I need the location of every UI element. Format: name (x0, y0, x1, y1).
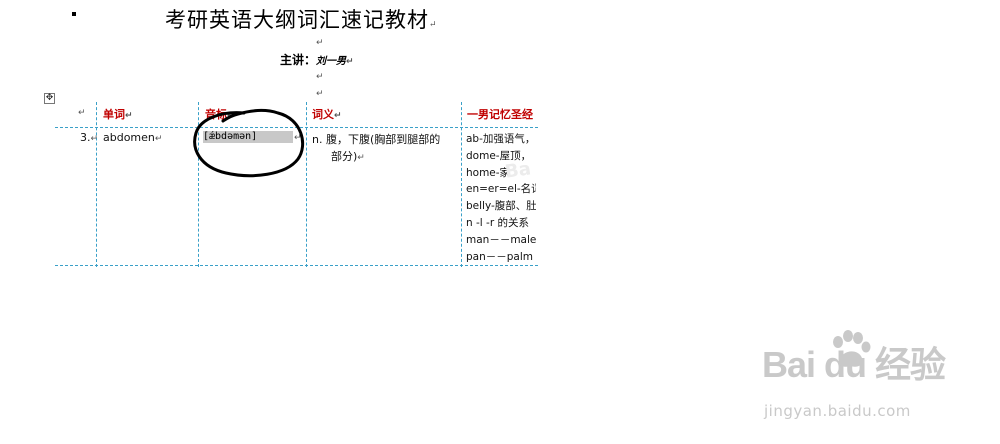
paragraph-mark-icon: ↵ (346, 57, 354, 67)
memory-line: man－－male (466, 233, 536, 246)
memory-line: ab-加强语气， (466, 133, 536, 145)
word-cell[interactable]: abdomen↵ (103, 131, 163, 144)
lecturer-name: 刘一男 (316, 56, 347, 67)
row-number: 3.↵ (80, 131, 99, 144)
word-text: abdomen (103, 131, 155, 144)
header-cell-meaning[interactable]: 词义↵ (312, 108, 342, 121)
table-move-handle-icon[interactable]: ✥ (44, 93, 55, 104)
paragraph-mark-icon: ↵ (316, 38, 324, 48)
table-gridline (96, 102, 97, 267)
table-gridline (306, 102, 307, 267)
document-title-text: 考研英语大纲词汇速记教材 (165, 8, 429, 32)
memory-line: belly-腹部、肚 (466, 200, 536, 213)
memory-line: en=er=el-名词 (466, 183, 536, 196)
part-of-speech: n. (312, 133, 323, 146)
meaning-cell[interactable]: n. 腹，下腹(胸部到腿部的 (312, 131, 440, 147)
header-meaning-label: 词义 (312, 108, 334, 121)
paw-icon (833, 330, 871, 367)
memory-line: dome-屋顶， (466, 149, 532, 162)
memory-line: pan－－palm (466, 250, 533, 263)
hand-drawn-circle-annotation (193, 109, 305, 178)
paragraph-mark-icon: ↵ (316, 72, 324, 82)
memory-line: home-家 (466, 166, 511, 179)
memory-cell[interactable]: ab-加强语气， dome-屋顶， home-家 en=er=el-名词 bel… (466, 131, 536, 263)
table-gridline (461, 102, 462, 267)
watermark-url: jingyan.baidu.com (764, 402, 911, 420)
lecturer-label: 主讲： (280, 53, 317, 67)
cell-mark-icon: ↵ (78, 108, 86, 118)
meaning-line-1: 腹，下腹(胸部到腿部的 (325, 133, 441, 146)
lecturer-line[interactable]: 主讲：刘一男↵ (280, 51, 354, 68)
meaning-cell-line2: 部分)↵ (331, 150, 365, 163)
cell-mark-icon: ↵ (294, 133, 302, 143)
header-cell-word[interactable]: 单词↵ (103, 108, 133, 121)
meaning-line-2: 部分) (331, 150, 358, 163)
header-word-label: 单词 (103, 108, 125, 121)
paragraph-mark-icon: ↵ (316, 89, 324, 99)
phonetic-cell-selected[interactable]: [ǽbdəmən] (203, 131, 293, 143)
header-cell-memory[interactable]: 一男记忆圣经 (467, 106, 537, 122)
paragraph-mark-icon: ↵ (429, 20, 438, 30)
document-title[interactable]: 考研英语大纲词汇速记教材↵ (165, 4, 438, 34)
phonetic-text: [ǽbdəmən] (203, 131, 258, 142)
table-gridline (55, 265, 538, 266)
header-memory-label: 一男记忆圣经 (467, 108, 533, 121)
row-number-text: 3. (80, 131, 91, 144)
list-bullet (72, 12, 76, 16)
memory-line: n -l -r 的关系 (466, 216, 529, 229)
faint-watermark-icon: Ba (503, 158, 533, 183)
table-gridline (198, 102, 199, 267)
watermark-url-text: jingyan.baidu.com (764, 402, 911, 420)
